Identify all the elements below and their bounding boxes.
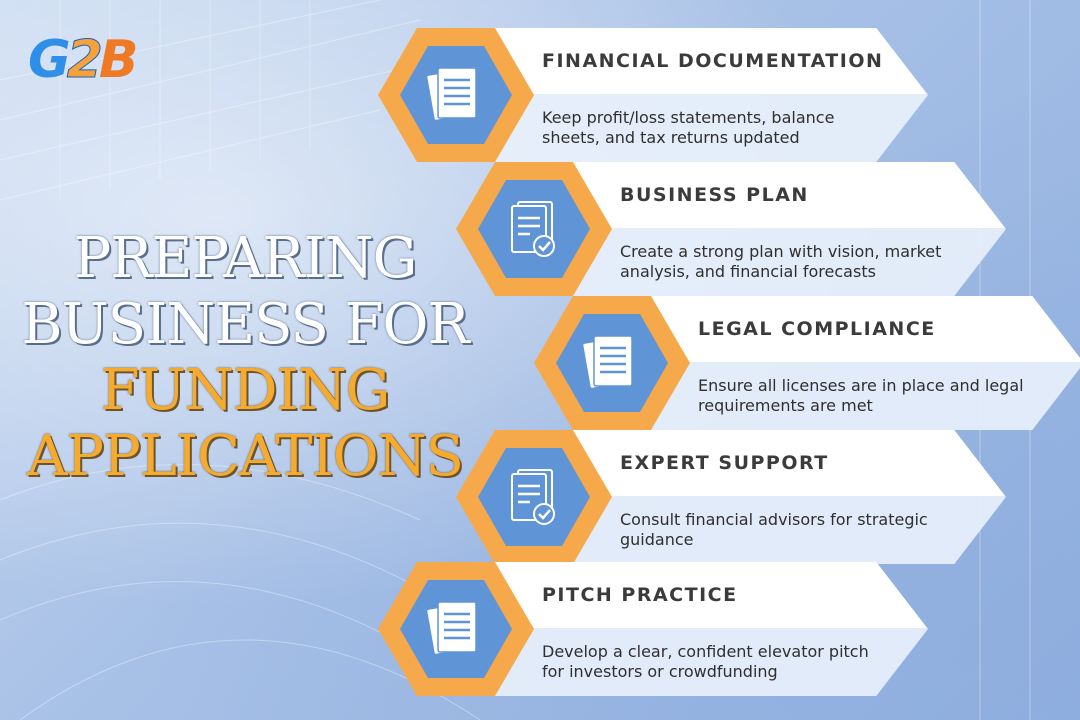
step-description: Create a strong plan with vision, market… [620,242,942,281]
step-legal-compliance: LEGAL COMPLIANCE Ensure all licenses are… [534,296,1080,430]
step-title: PITCH PRACTICE [542,584,738,606]
step-title: FINANCIAL DOCUMENTATION [542,50,884,72]
headline-line-4: APPLICATIONS [26,424,464,489]
page-headline: PREPARING BUSINESS FOR FUNDING APPLICATI… [20,226,470,490]
headline-line-3: FUNDING [100,358,391,423]
step-business-plan: BUSINESS PLAN Create a strong plan with … [456,162,1006,296]
g2b-logo: G2B [28,30,138,91]
step-pitch-practice: PITCH PRACTICE Develop a clear, confiden… [378,562,928,696]
documents-icon [378,562,534,696]
step-description: Ensure all licenses are in place and leg… [698,376,1024,415]
checked-document-icon [456,430,612,564]
documents-icon [378,28,534,162]
headline-line-1: PREPARING [73,226,418,291]
step-description: Develop a clear, confident elevator pitc… [542,642,869,681]
step-financial-documentation: FINANCIAL DOCUMENTATION Keep profit/loss… [378,28,928,162]
step-description: Keep profit/loss statements, balance she… [542,108,835,147]
step-description: Consult financial advisors for strategic… [620,510,928,549]
step-expert-support: EXPERT SUPPORT Consult financial advisor… [456,430,1006,564]
checked-document-icon [456,162,612,296]
headline-line-2: BUSINESS FOR [21,292,469,357]
documents-icon [534,296,690,430]
step-title: BUSINESS PLAN [620,184,809,206]
step-title: LEGAL COMPLIANCE [698,318,936,340]
step-title: EXPERT SUPPORT [620,452,829,474]
